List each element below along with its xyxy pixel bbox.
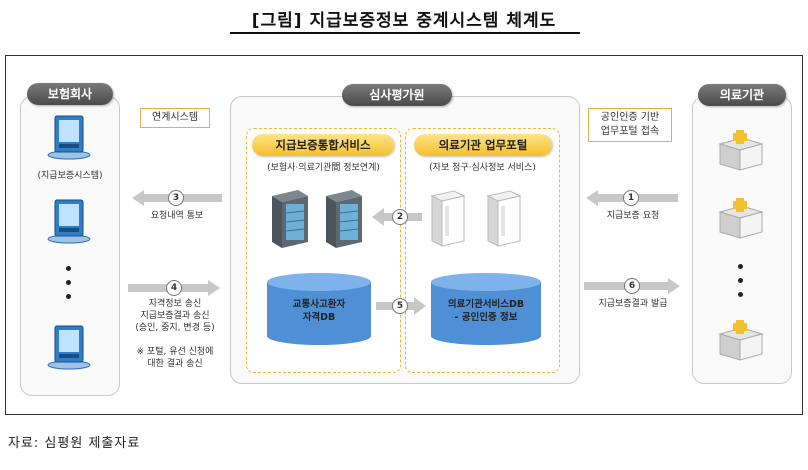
cert-login-note: 공인인증 기반 업무포털 접속 — [588, 108, 672, 142]
insurer-system-label: (지급보증시스템) — [37, 171, 103, 181]
ellipsis-dot — [738, 278, 743, 283]
step-6-badge: 6 — [624, 278, 640, 294]
insurer-server-icon — [46, 112, 92, 160]
insurer-header: 보험회사 — [27, 83, 113, 105]
ellipsis-dot — [66, 280, 71, 285]
ellipsis-dot — [66, 266, 71, 271]
hospital-building-icon — [718, 318, 764, 362]
service-db-label-1: 의료기관서비스DB — [447, 299, 525, 310]
hira-header: 심사평가원 — [342, 84, 452, 106]
hospital-header: 의료기관 — [698, 84, 786, 106]
insurer-server-icon — [46, 196, 92, 244]
cert-login-note-line-2: 업무포털 접속 — [600, 126, 660, 137]
service-title: 지급보증통합서비스 — [252, 134, 394, 156]
patient-db-icon — [266, 272, 372, 346]
step-4-label-2: 지급보증결과 송신 — [140, 311, 210, 321]
source-note: 자료: 심평원 제출자료 — [8, 436, 141, 451]
step-4-label-1: 자격정보 송신 — [148, 299, 202, 309]
step-1-badge: 1 — [623, 190, 639, 206]
server-tower-icon — [484, 188, 524, 250]
step-4-badge: 4 — [166, 280, 182, 296]
patient-db-label-1: 교통사고환자 — [292, 299, 346, 310]
patient-db-label-2: 자격DB — [302, 312, 336, 323]
hospital-building-icon — [718, 128, 764, 172]
server-rack-icon — [322, 186, 366, 252]
ellipsis-dot — [66, 294, 71, 299]
diagram-title: [그림] 지급보증정보 중계시스템 체계도 — [251, 11, 557, 31]
title-underline — [230, 32, 580, 34]
diagram-frame — [5, 55, 803, 415]
portal-subtitle: (자보 청구·심사정보 서비스) — [429, 163, 536, 173]
ellipsis-dot — [738, 292, 743, 297]
ellipsis-dot — [738, 264, 743, 269]
linked-system-note: 연계시스템 — [140, 108, 210, 128]
footnote-line-1: ※ 포털, 유선 신청에 — [136, 347, 214, 357]
step-3-badge: 3 — [168, 190, 184, 206]
service-subtitle: (보험사·의료기관間 정보연계) — [267, 163, 380, 173]
step-3-label: 요청내역 통보 — [150, 211, 204, 221]
step-1-label: 지급보증 요청 — [606, 211, 660, 221]
portal-title: 의료기관 업무포털 — [414, 134, 552, 156]
insurer-server-icon — [46, 322, 92, 370]
step-5-badge: 5 — [392, 298, 408, 314]
step-2-badge: 2 — [392, 209, 408, 225]
cert-login-note-line-1: 공인인증 기반 — [600, 112, 660, 123]
hospital-building-icon — [718, 196, 764, 240]
footnote-line-2: 대한 결과 송신 — [147, 359, 203, 369]
service-db-icon — [430, 272, 542, 346]
server-rack-icon — [268, 186, 312, 252]
server-tower-icon — [428, 188, 468, 250]
step-6-label: 지급보증결과 발급 — [598, 299, 668, 309]
service-db-label-2: - 공인인증 정보 — [454, 312, 518, 323]
step-4-label-3: (승인, 중지, 변경 등) — [135, 323, 215, 333]
